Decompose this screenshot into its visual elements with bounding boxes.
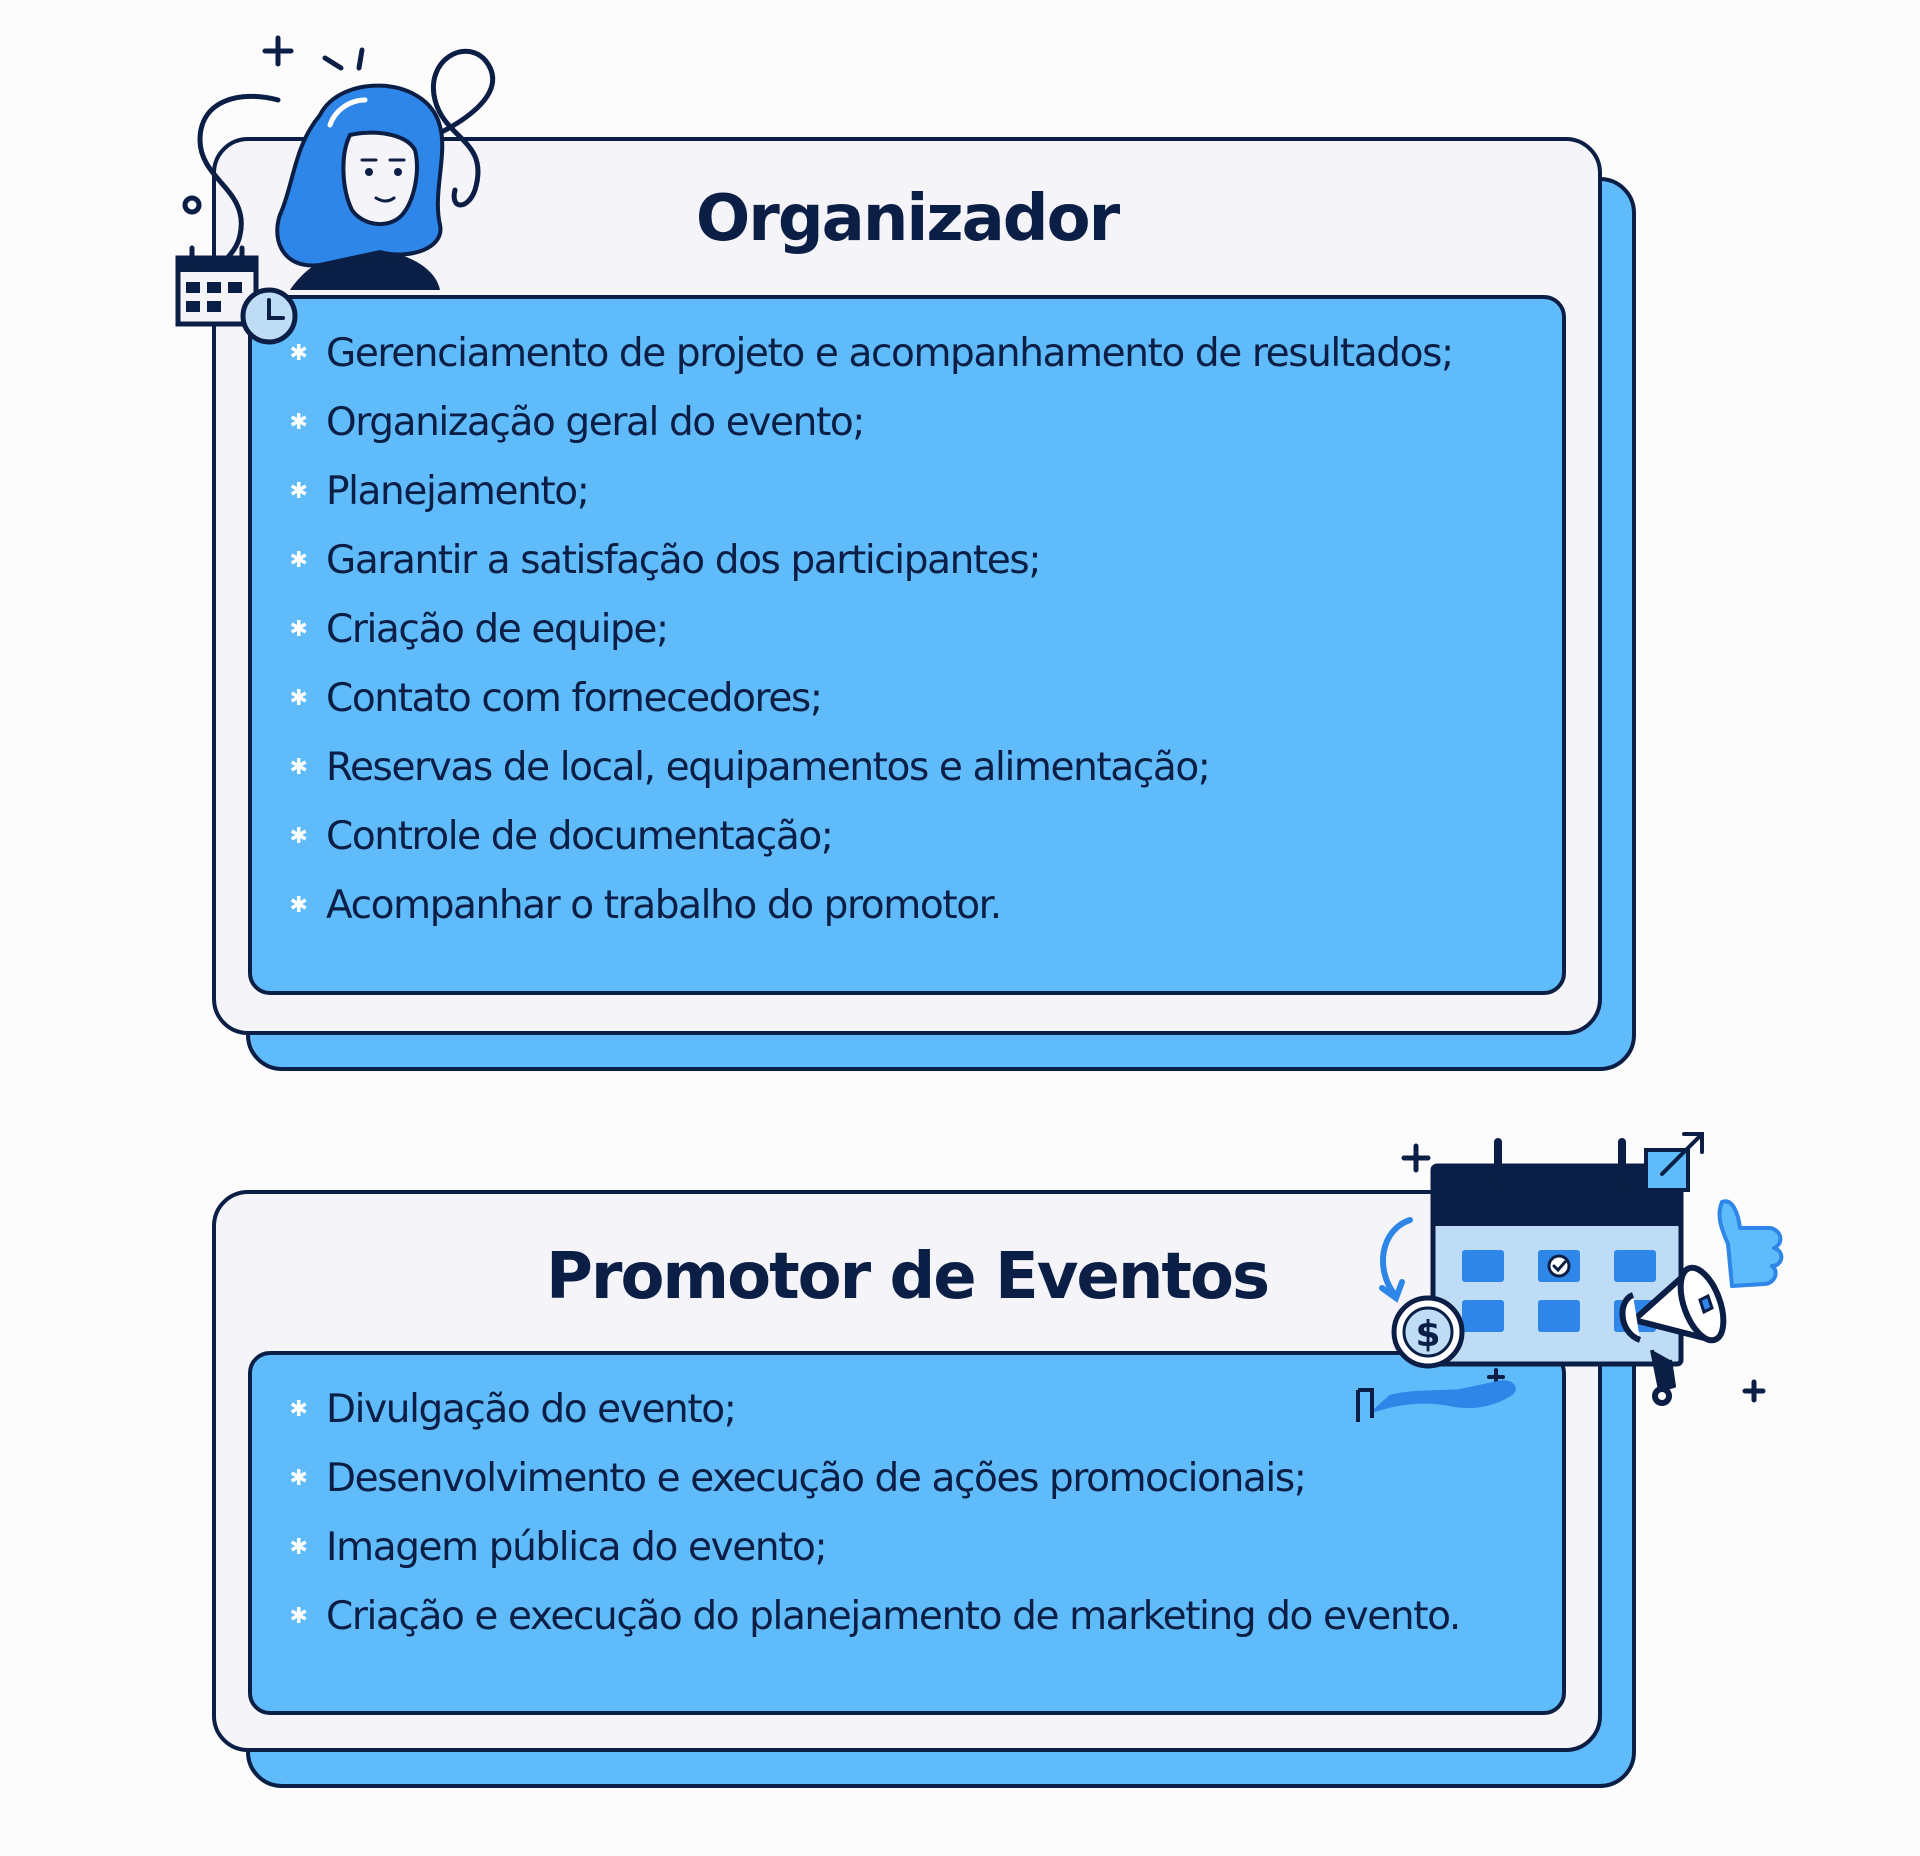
bullet-icon: ✱ (289, 686, 307, 711)
bullet-icon: ✱ (289, 755, 307, 780)
list-item: ✱Reservas de local, equipamentos e alime… (289, 745, 1210, 790)
bullet-icon: ✱ (289, 617, 307, 642)
list-item: ✱Controle de documentação; (289, 814, 833, 859)
list-item: ✱Imagem pública do evento; (289, 1525, 827, 1570)
bullet-icon: ✱ (289, 410, 307, 435)
woman-with-calendar-icon (175, 35, 495, 345)
organizador-list: ✱Gerenciamento de projeto e acompanhamen… (288, 319, 1552, 940)
promotor-list: ✱Divulgação do evento; ✱Desenvolvimento … (288, 1375, 1552, 1651)
bullet-icon: ✱ (289, 1604, 307, 1629)
list-item: ✱Planejamento; (289, 469, 589, 514)
calendar-megaphone-icon: $ (1356, 1132, 1784, 1422)
list-item: ✱Criação e execução do planejamento de m… (289, 1594, 1461, 1639)
promotor-title: Promotor de Eventos (545, 1240, 1270, 1314)
organizador-title: Organizador (695, 182, 1120, 256)
bullet-icon: ✱ (289, 1535, 307, 1560)
organizador-panel: ✱Gerenciamento de projeto e acompanhamen… (248, 295, 1566, 995)
svg-text:$: $ (1415, 1314, 1440, 1355)
list-item: ✱Criação de equipe; (289, 607, 669, 652)
bullet-icon: ✱ (289, 893, 307, 918)
promotor-panel: ✱Divulgação do evento; ✱Desenvolvimento … (248, 1351, 1566, 1715)
list-item: ✱Contato com fornecedores; (289, 676, 823, 721)
organizador-card: Organizador ✱Gerenciamento de projeto e … (212, 137, 1636, 1071)
bullet-icon: ✱ (289, 1466, 307, 1491)
list-item: ✱Garantir a satisfação dos participantes… (289, 538, 1041, 583)
bullet-icon: ✱ (289, 1397, 307, 1422)
list-item: ✱Desenvolvimento e execução de ações pro… (289, 1456, 1306, 1501)
list-item: ✱Organização geral do evento; (289, 400, 865, 445)
bullet-icon: ✱ (289, 479, 307, 504)
list-item: ✱Gerenciamento de projeto e acompanhamen… (289, 331, 1454, 376)
bullet-icon: ✱ (289, 548, 307, 573)
bullet-icon: ✱ (289, 824, 307, 849)
list-item: ✱Acompanhar o trabalho do promotor. (289, 883, 1002, 928)
bullet-icon: ✱ (289, 341, 307, 366)
list-item: ✱Divulgação do evento; (289, 1387, 736, 1432)
